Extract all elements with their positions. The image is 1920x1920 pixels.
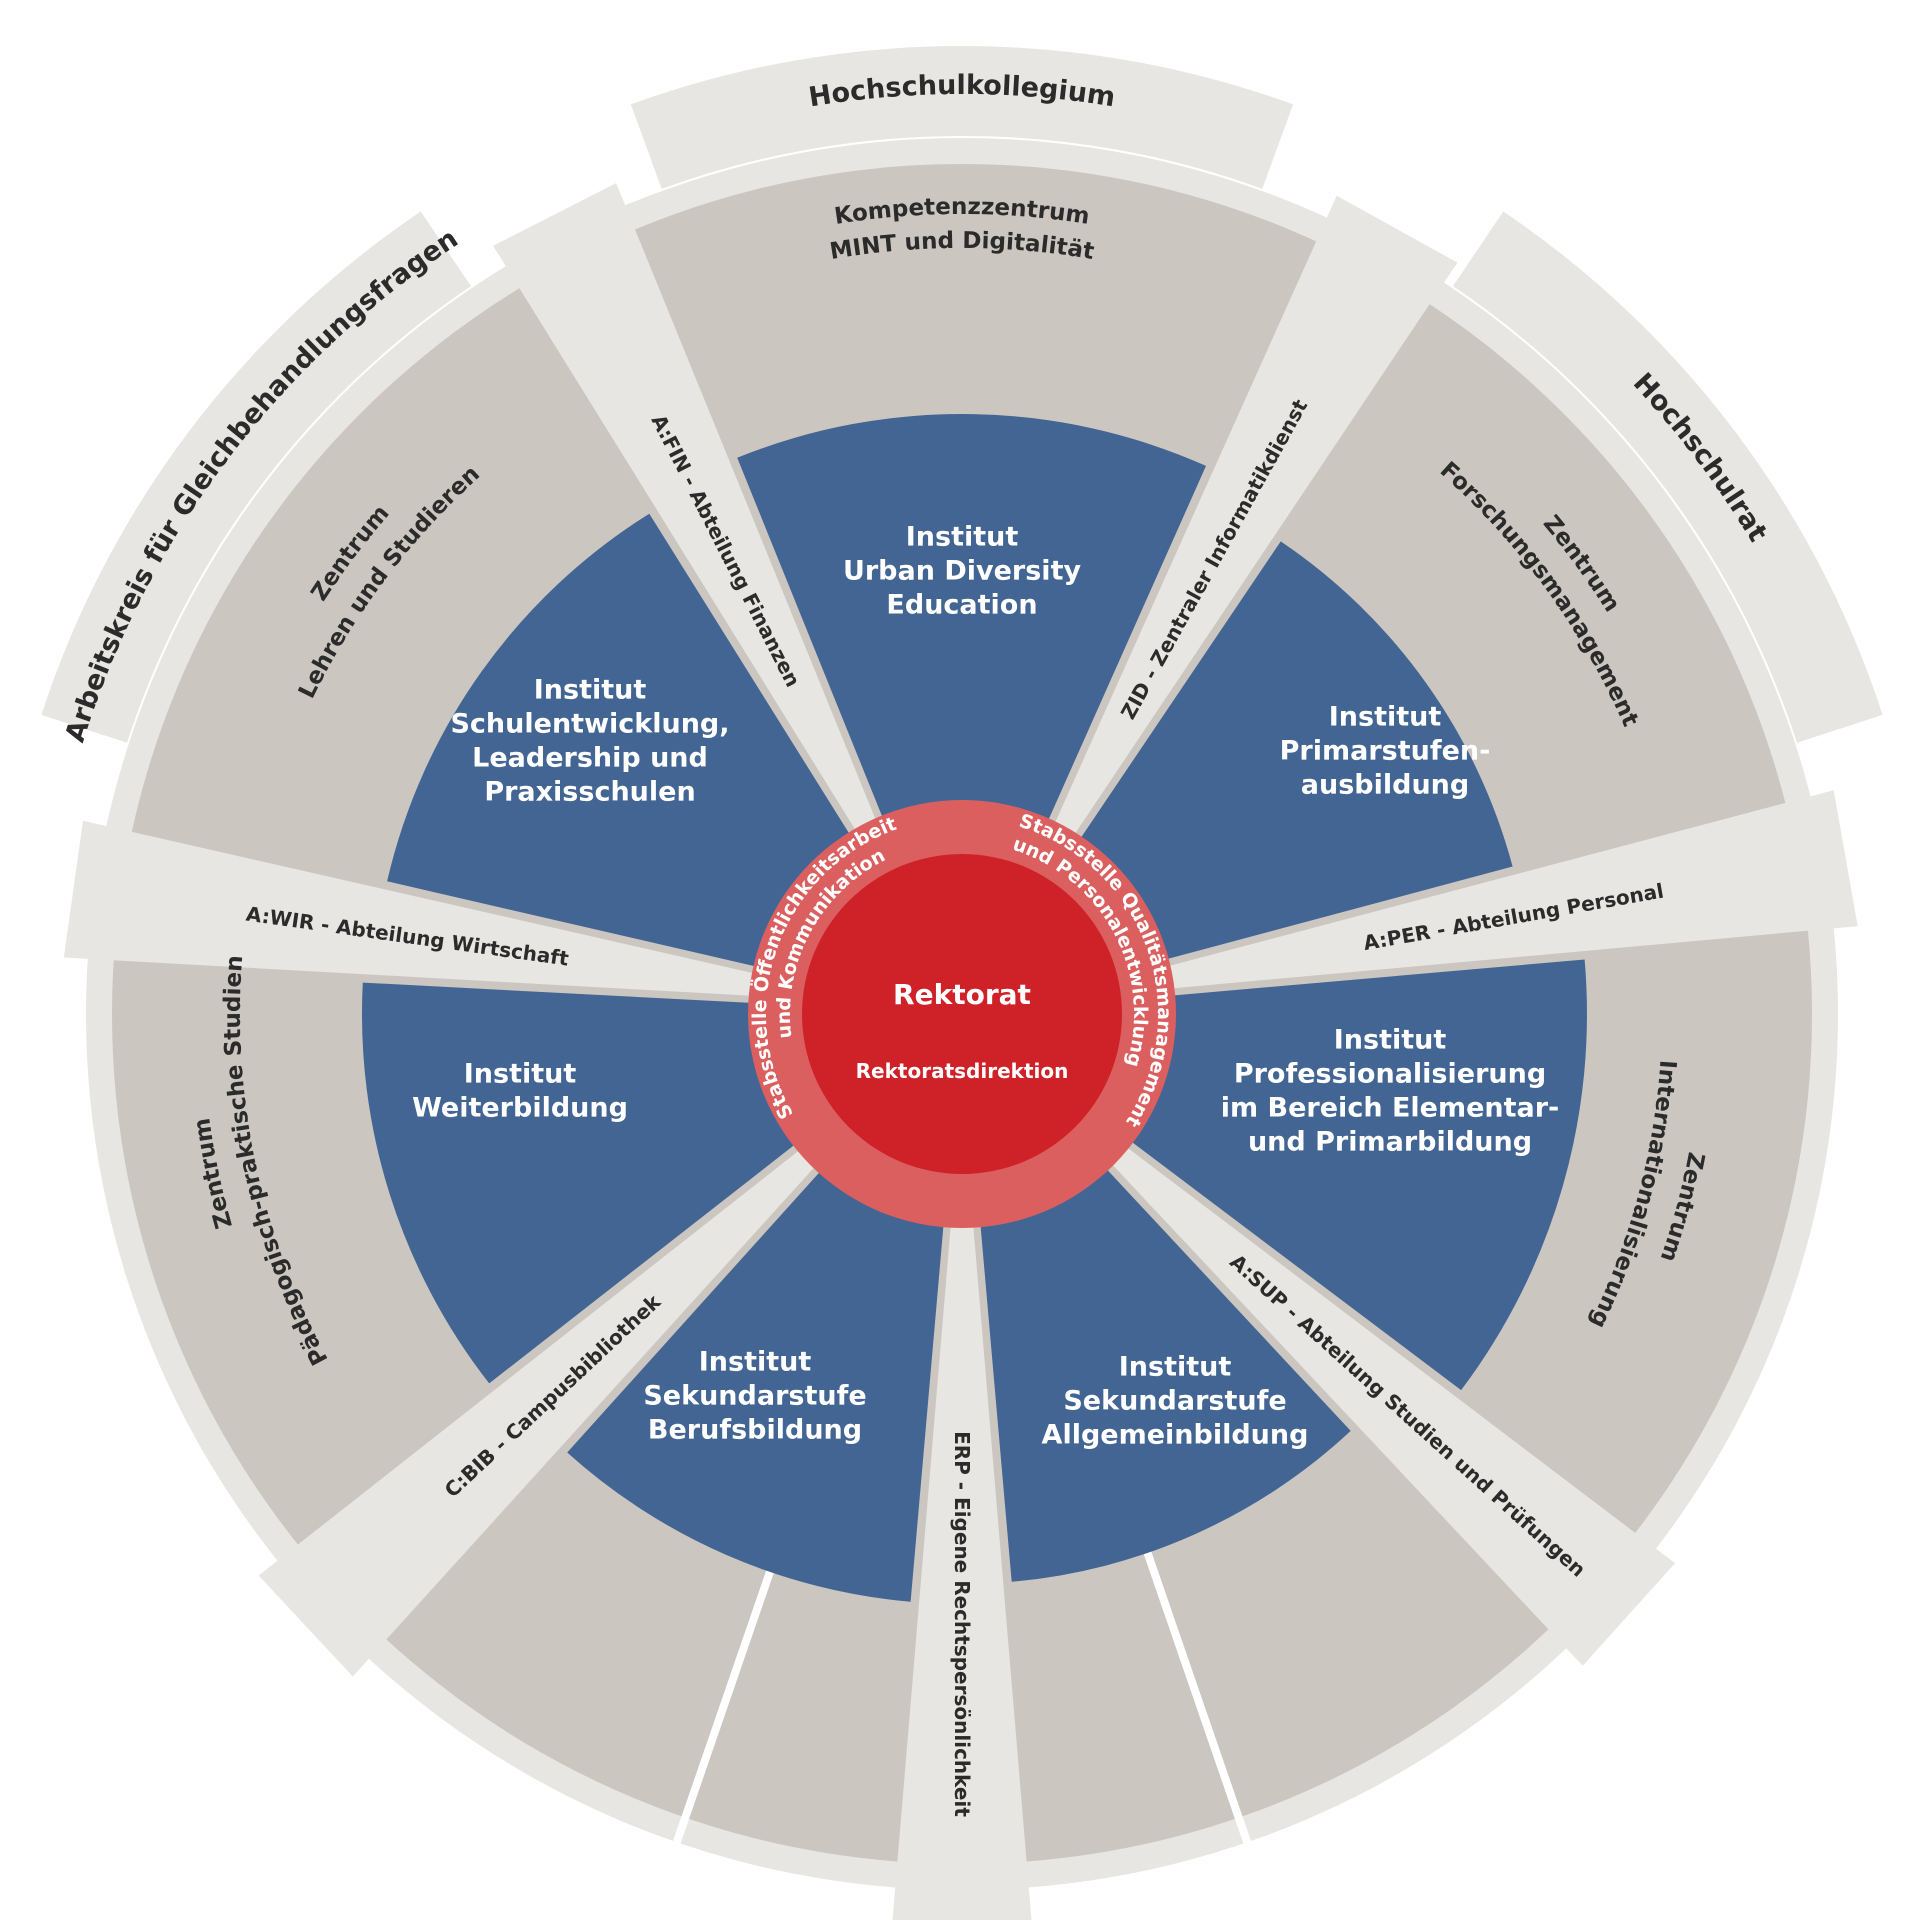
institute-label-beruf-line: Berufsbildung [648, 1415, 862, 1446]
institute-label-weiter-line: Institut [464, 1058, 577, 1089]
institute-label-elementar-line: im Bereich Elementar- [1221, 1093, 1560, 1124]
institute-label-urban-line: Urban Diversity [843, 555, 1082, 586]
institute-label-schulentwicklung-line: Institut [534, 675, 647, 706]
institute-label-weiter-line: Weiterbildung [412, 1092, 628, 1123]
division-wedge-aper [1161, 790, 1858, 989]
division-wedge-erp [892, 1218, 1032, 1920]
division-wedge-afin [493, 183, 879, 837]
institute-sector-schulentwicklung [387, 513, 883, 981]
institute-label-primar-line: ausbildung [1301, 770, 1469, 801]
institute-label-primar-line: Institut [1329, 701, 1442, 732]
institute-label-schulentwicklung-line: Praxisschulen [484, 777, 695, 808]
division-label-erp: ERP - Eigene Rechtspersönlichkeit [950, 1431, 974, 1817]
institute-label-beruf-line: Sekundarstufe [643, 1380, 866, 1411]
institute-label-urban-line: Institut [906, 521, 1019, 552]
institute-sector-weiter [361, 982, 844, 1384]
institute-label-elementar-line: und Primarbildung [1248, 1127, 1532, 1158]
institute-label-allgemein-line: Allgemeinbildung [1042, 1420, 1309, 1451]
institute-sector-allgemein [975, 1123, 1351, 1582]
institute-label-schulentwicklung-line: Leadership und [472, 743, 708, 774]
division-wedge-cbib [258, 1145, 820, 1677]
institute-label-beruf-line: Institut [699, 1346, 812, 1377]
institute-label-elementar-line: Institut [1334, 1025, 1447, 1056]
institute-label-allgemein-line: Sekundarstufe [1063, 1385, 1286, 1416]
institute-sector-elementar [1081, 959, 1587, 1391]
rectorate-subtitle: Rektoratsdirektion [856, 1059, 1069, 1083]
institute-sector-primar [1045, 541, 1513, 976]
institute-label-elementar-line: Professionalisierung [1234, 1059, 1546, 1090]
institute-label-allgemein-line: Institut [1119, 1351, 1232, 1382]
institute-label-urban-line: Education [886, 590, 1037, 621]
institutes-layer [361, 414, 1587, 1602]
rectorate-core [802, 854, 1122, 1174]
rectorate-title: Rektorat [893, 978, 1031, 1011]
divisions-layer [63, 183, 1858, 1920]
outer-band-hochschulkollegium [630, 46, 1294, 189]
division-wedge-zid [1051, 195, 1458, 841]
institute-label-schulentwicklung-line: Schulentwicklung, [450, 709, 729, 740]
outer-band-hochschulrat [1453, 211, 1883, 743]
institute-sector-urban [737, 414, 1206, 877]
division-wedge-awir [63, 820, 761, 997]
institute-label-primar-line: Primarstufen- [1280, 735, 1491, 766]
division-wedge-asup [1107, 1143, 1676, 1666]
rectorate-layer [748, 800, 1176, 1228]
institute-sector-beruf [567, 1125, 949, 1602]
outer-band-gleichbehandlung [41, 211, 472, 743]
